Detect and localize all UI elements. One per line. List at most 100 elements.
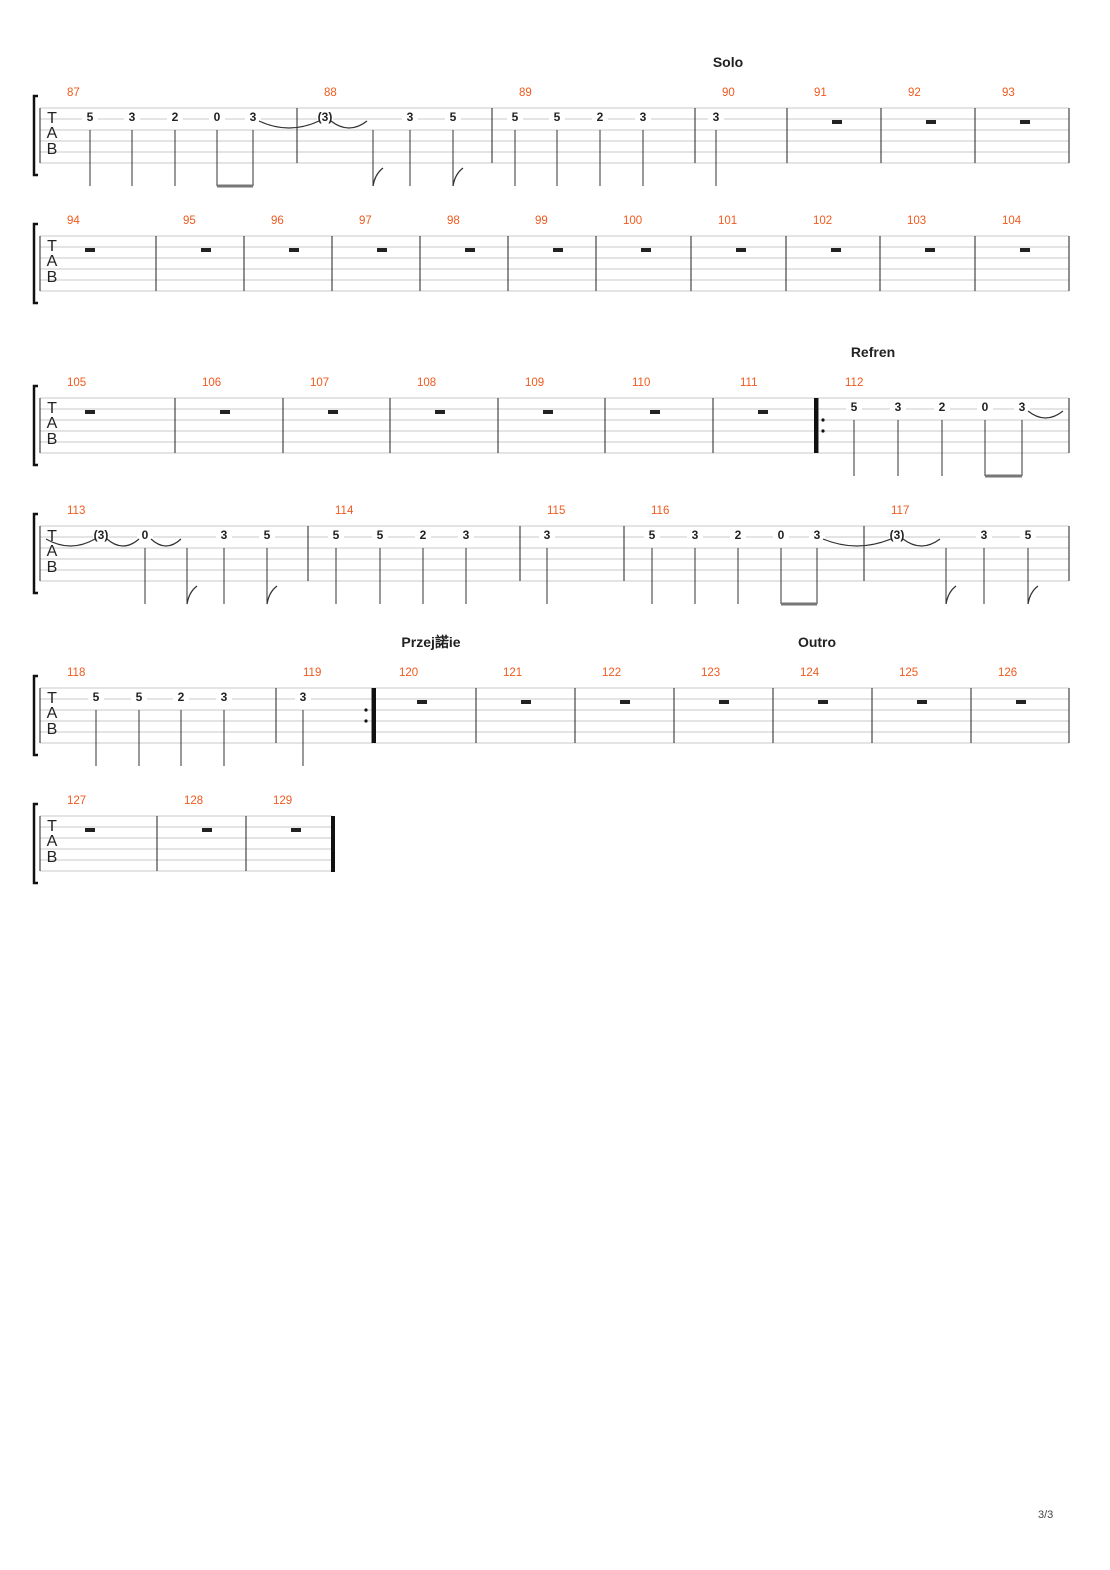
measure-number: 96 xyxy=(271,215,284,227)
fret-mask xyxy=(88,690,104,704)
measure-number: 126 xyxy=(998,667,1017,679)
fret-number: 5 xyxy=(1025,528,1032,542)
fret-mask xyxy=(93,528,109,542)
measure-number: 112 xyxy=(845,377,863,389)
fret-number: 3 xyxy=(981,528,988,542)
fret-mask xyxy=(539,528,555,542)
measure-number: 98 xyxy=(447,215,460,227)
fret-mask xyxy=(173,690,189,704)
measure-number: 109 xyxy=(525,377,544,389)
whole-rest xyxy=(289,248,299,252)
whole-rest xyxy=(85,828,95,832)
fret-mask xyxy=(124,110,140,124)
tie xyxy=(150,538,182,547)
fret-number: 3 xyxy=(1019,400,1026,414)
whole-rest xyxy=(736,248,746,252)
whole-rest xyxy=(641,248,651,252)
measure-number: 114 xyxy=(335,505,354,517)
whole-rest xyxy=(925,248,935,252)
tab-clef-b: B xyxy=(47,559,58,576)
fret-mask xyxy=(635,110,651,124)
fret-mask xyxy=(216,528,232,542)
measure-number: 107 xyxy=(310,377,329,389)
fret-mask xyxy=(82,110,98,124)
note-flag xyxy=(945,585,957,605)
tab-clef-b: B xyxy=(47,141,58,158)
fret-number: 3 xyxy=(895,400,902,414)
tab-clef-t: T xyxy=(47,690,57,707)
whole-rest xyxy=(521,700,531,704)
measure-number: 104 xyxy=(1002,215,1022,227)
fret-mask xyxy=(934,400,950,414)
fret-number: 3 xyxy=(640,110,647,124)
whole-rest xyxy=(201,248,211,252)
whole-rest xyxy=(917,700,927,704)
whole-rest xyxy=(553,248,563,252)
fret-mask xyxy=(167,110,183,124)
tab-clef-t: T xyxy=(47,400,57,417)
fret-mask xyxy=(890,400,906,414)
measure-number: 95 xyxy=(183,215,196,227)
whole-rest xyxy=(220,410,230,414)
tie xyxy=(822,538,892,547)
whole-rest xyxy=(832,120,842,124)
section-label: Przej諾ie xyxy=(401,634,460,650)
fret-mask xyxy=(809,528,825,542)
note-flag xyxy=(1027,585,1039,605)
fret-number: 5 xyxy=(264,528,271,542)
measure-number: 87 xyxy=(67,87,80,99)
measure-number: 101 xyxy=(718,215,737,227)
fret-mask xyxy=(209,110,225,124)
repeat-dot xyxy=(364,719,368,723)
fret-number: (3) xyxy=(890,528,905,542)
fret-number: 2 xyxy=(597,110,604,124)
measure-number: 105 xyxy=(67,377,86,389)
system-bracket xyxy=(32,384,38,467)
fret-number: 5 xyxy=(554,110,561,124)
whole-rest xyxy=(831,248,841,252)
fret-mask xyxy=(846,400,862,414)
measure-number: 110 xyxy=(632,377,650,389)
tab-clef-a: A xyxy=(47,543,58,560)
tab-clef-b: B xyxy=(47,431,58,448)
fret-number: 5 xyxy=(512,110,519,124)
measure-number: 128 xyxy=(184,795,203,807)
measure-number: 91 xyxy=(814,87,827,99)
whole-rest xyxy=(465,248,475,252)
measure-number: 125 xyxy=(899,667,918,679)
measure-number: 92 xyxy=(908,87,921,99)
fret-mask xyxy=(259,528,275,542)
fret-number: 5 xyxy=(93,690,100,704)
whole-rest xyxy=(543,410,553,414)
fret-number: 3 xyxy=(129,110,136,124)
measure-number: 90 xyxy=(722,87,735,99)
whole-rest xyxy=(377,248,387,252)
tie xyxy=(45,538,96,547)
whole-rest xyxy=(818,700,828,704)
measure-number: 94 xyxy=(67,215,80,227)
measure-number: 100 xyxy=(623,215,642,227)
repeat-dot xyxy=(821,418,825,422)
note-flag xyxy=(452,167,464,187)
fret-mask xyxy=(644,528,660,542)
whole-rest xyxy=(291,828,301,832)
fret-mask xyxy=(730,528,746,542)
fret-number: 3 xyxy=(463,528,470,542)
measure-number: 113 xyxy=(67,505,85,517)
whole-rest xyxy=(1020,248,1030,252)
measure-number: 118 xyxy=(67,667,85,679)
section-label: Solo xyxy=(713,54,743,70)
whole-rest xyxy=(417,700,427,704)
note-flag xyxy=(186,585,198,605)
tab-clef-t: T xyxy=(47,110,57,127)
fret-mask xyxy=(372,528,388,542)
whole-rest xyxy=(1020,120,1030,124)
fret-number: 3 xyxy=(713,110,720,124)
measure-number: 120 xyxy=(399,667,418,679)
tab-clef-a: A xyxy=(47,415,58,432)
fret-number: 5 xyxy=(136,690,143,704)
fret-mask xyxy=(216,690,232,704)
fret-mask xyxy=(328,528,344,542)
fret-number: 2 xyxy=(735,528,742,542)
measure-number: 99 xyxy=(535,215,548,227)
